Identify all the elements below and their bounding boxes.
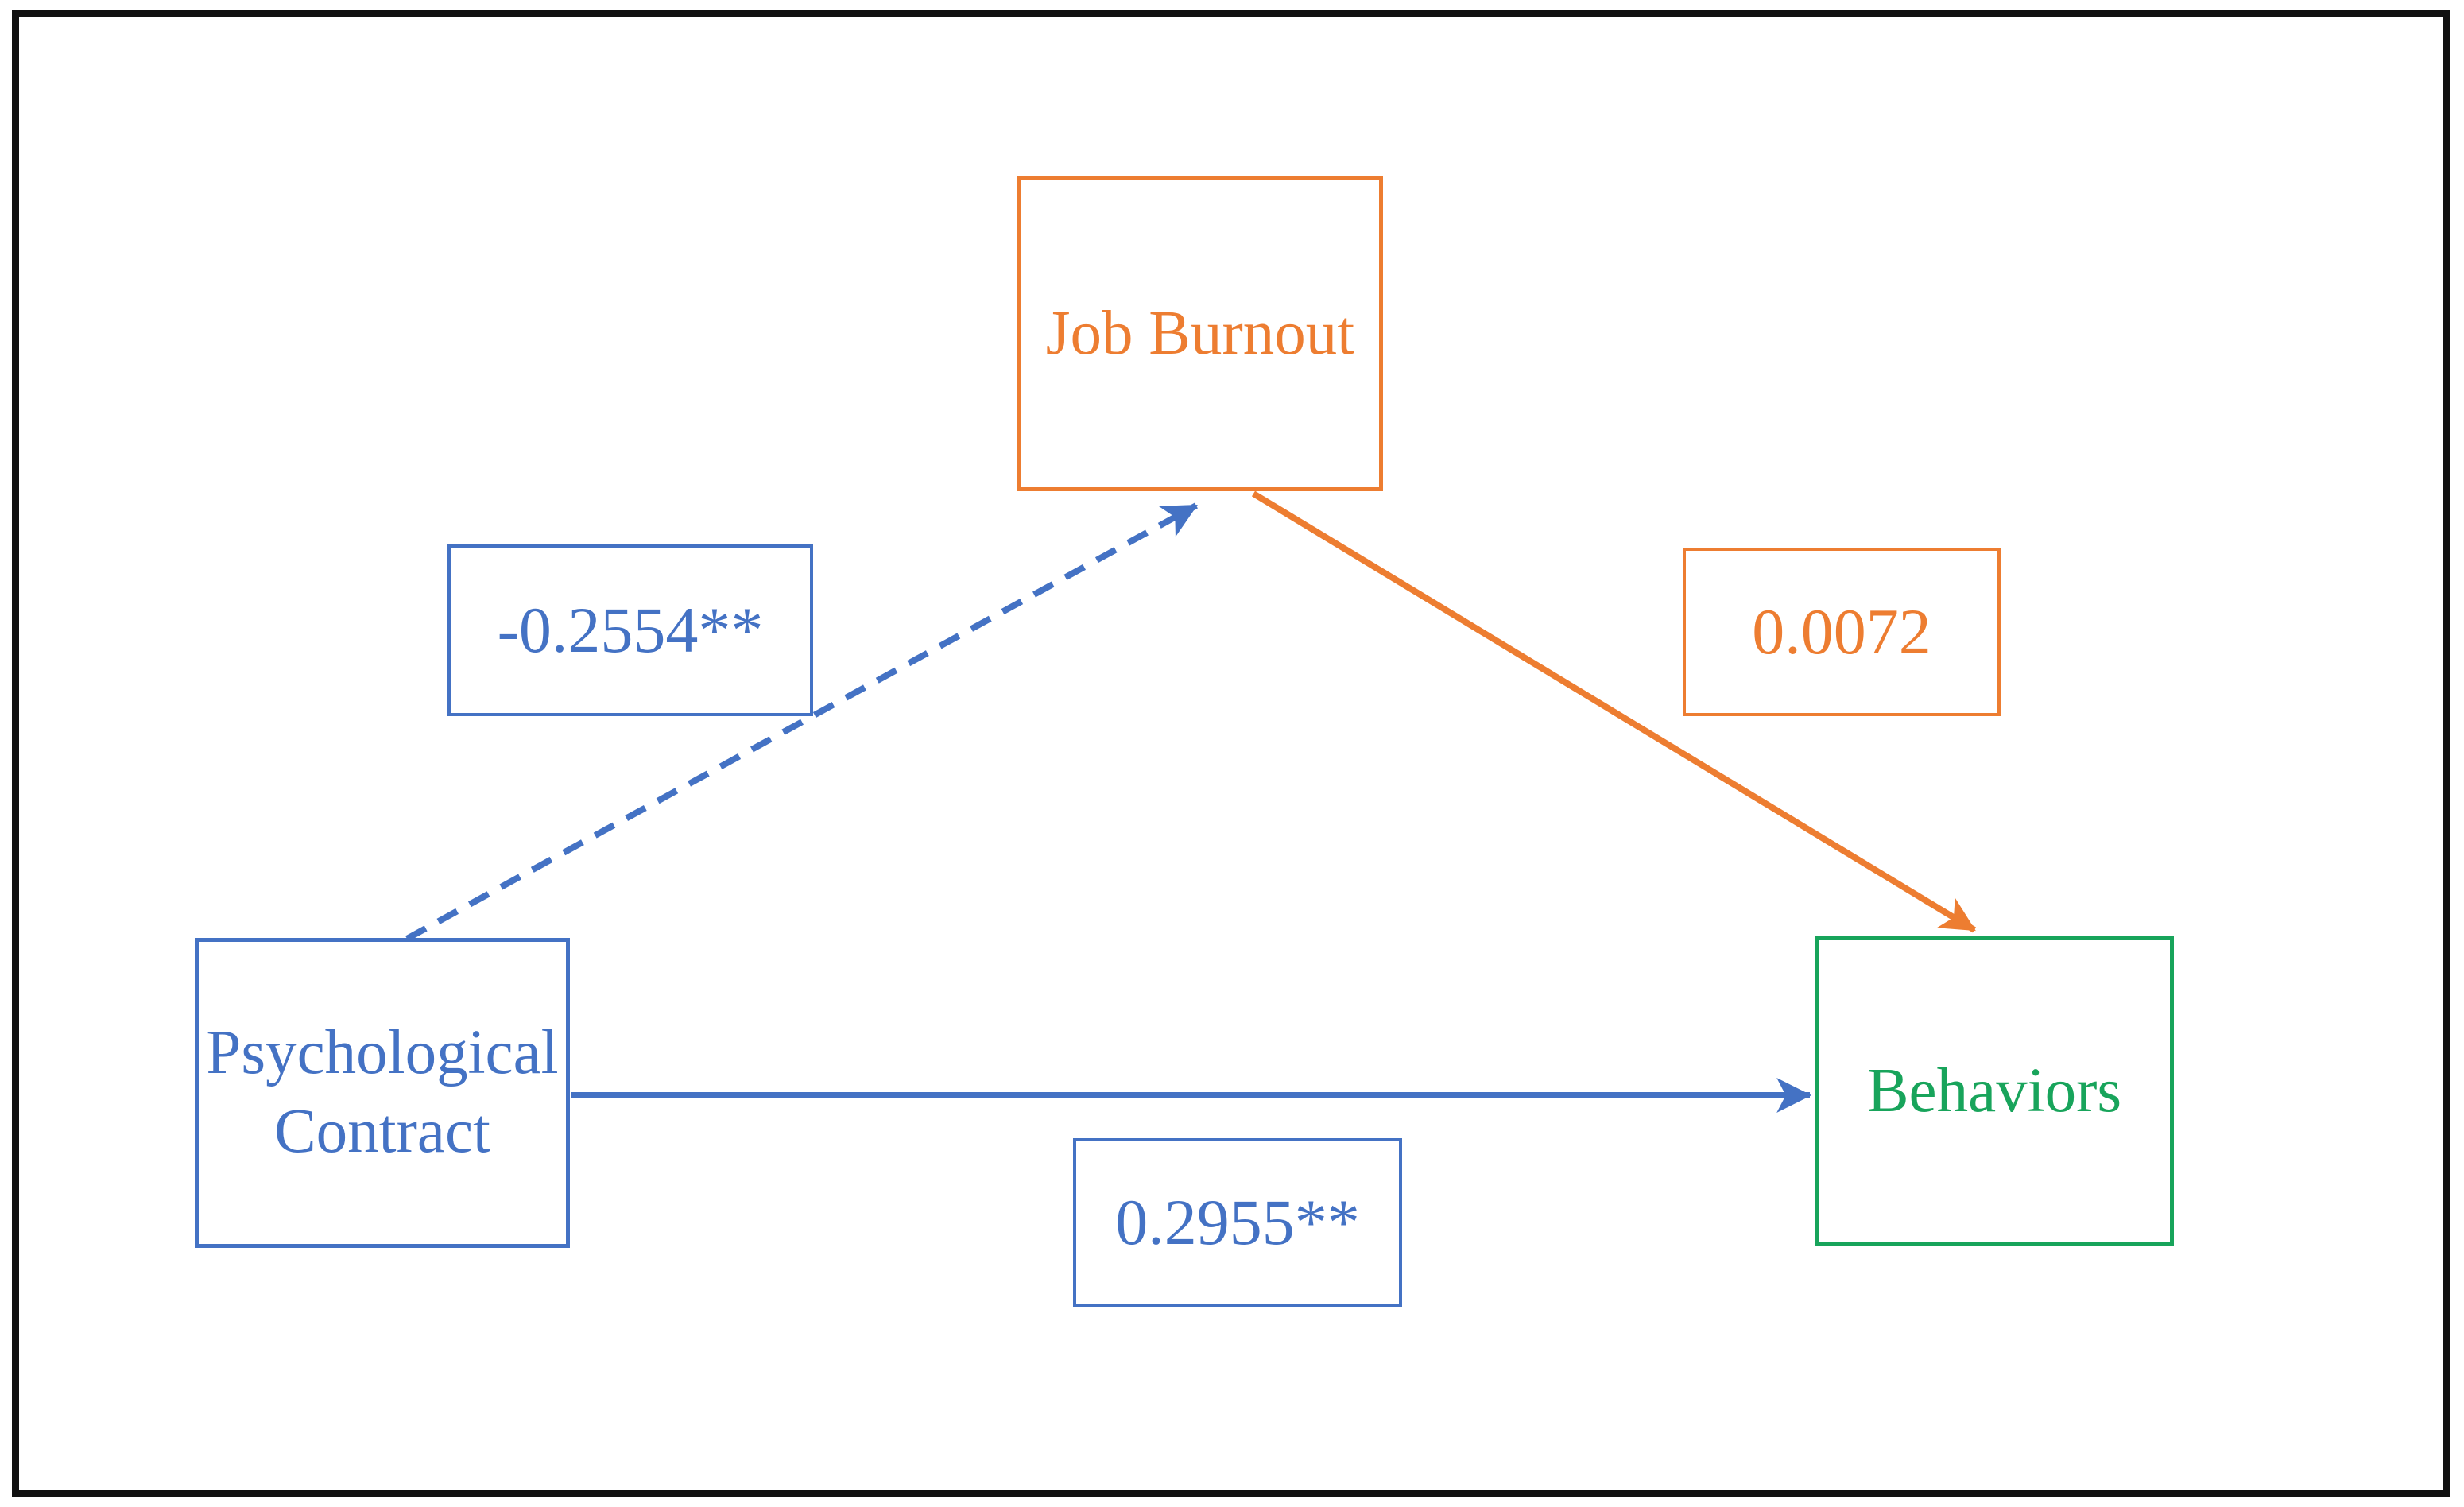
figure-border-frame <box>12 10 2450 1497</box>
edge-label-predictor-outcome-coefficient: 0.2955** <box>1073 1138 1402 1307</box>
node-psychological-contract: Psychological Contract <box>195 938 570 1248</box>
edge-label-predictor-mediator-coefficient: -0.2554** <box>447 544 813 716</box>
node-job-burnout: Job Burnout <box>1017 176 1383 491</box>
node-behaviors: Behaviors <box>1815 936 2174 1246</box>
edge-label-mediator-outcome-coefficient: 0.0072 <box>1683 548 2001 716</box>
